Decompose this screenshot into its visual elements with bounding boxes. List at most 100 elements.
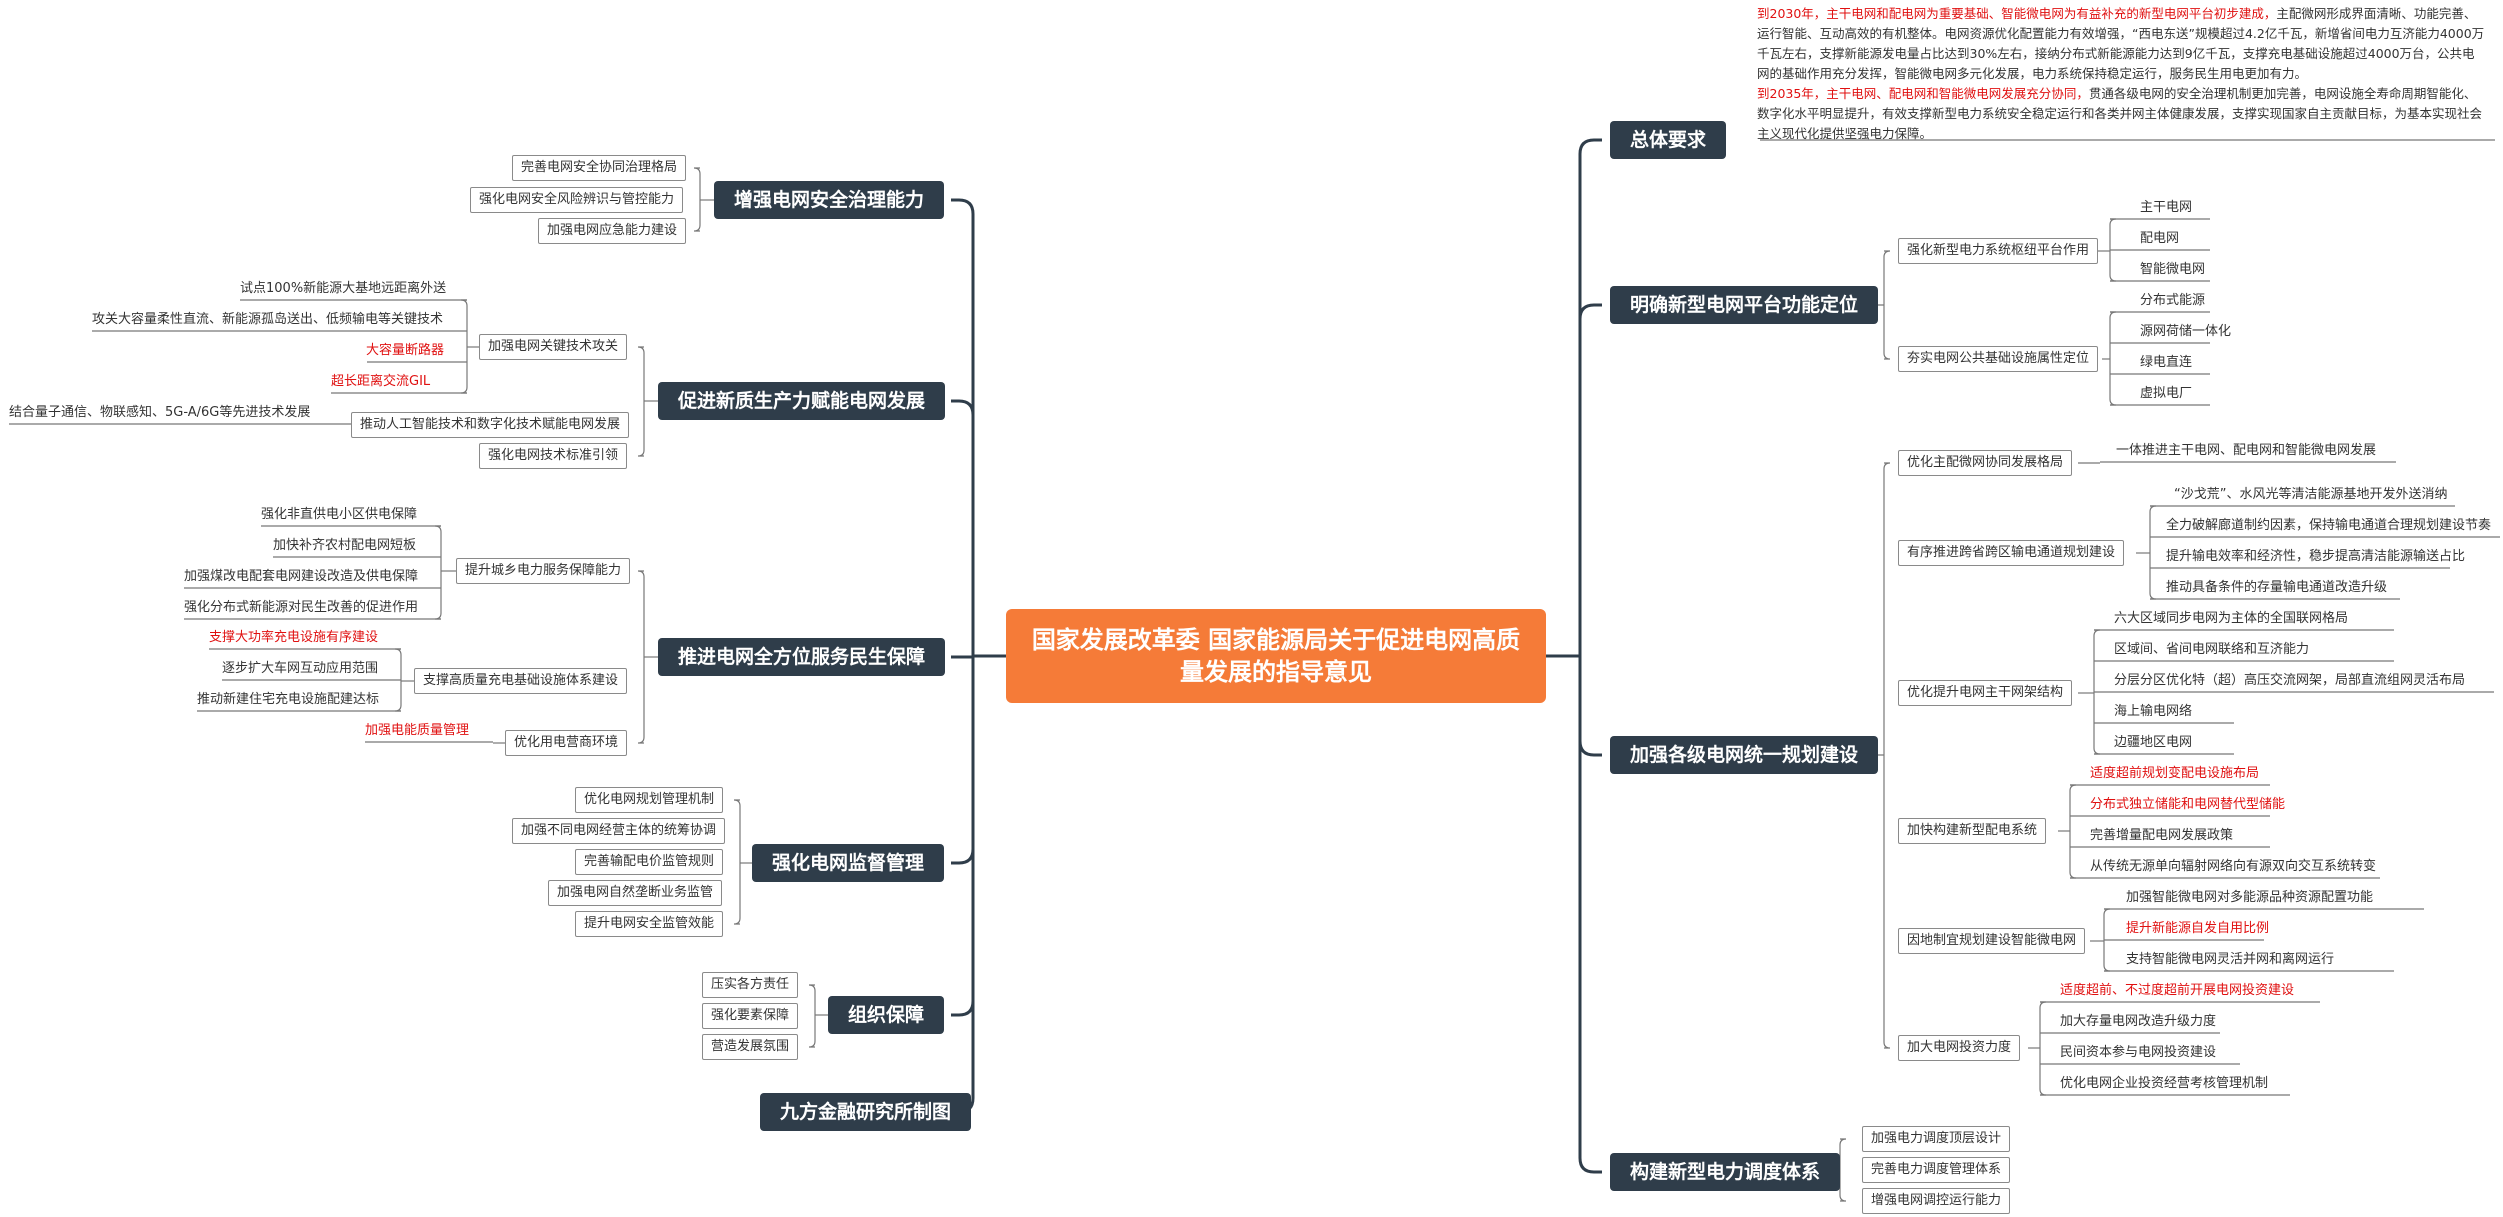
urban-child-0 [434,525,442,533]
leaf-residential-charging: 推动新建住宅充电设施配建达标 [197,692,380,707]
investment-child-0 [2039,1001,2047,1009]
leaf-distribution-grid: 配电网 [2140,231,2180,246]
branch-new-productivity[interactable]: 促进新质生产力赋能电网发展 [658,382,946,420]
right-spine-branch-2 [1578,740,1602,757]
credit-label: 九方金融研究所制图 [760,1093,972,1131]
node-cross-region-channels[interactable]: 有序推进跨省跨区输电通道规划建设 [1898,540,2125,566]
branch-safety-governance[interactable]: 增强电网安全治理能力 [714,181,945,219]
node-resource-guarantee[interactable]: 强化要素保障 [702,1003,799,1029]
branch-overall-requirements[interactable]: 总体要求 [1610,121,1727,159]
right-spine-branch-0 [1578,138,1602,155]
node-backbone-structure[interactable]: 优化提升电网主干网架结构 [1898,680,2073,706]
leaf-distributed-energy: 分布式能源 [2140,293,2206,308]
leaf-uhv-ac-network: 分层分区优化特（超）高压交流网架，局部直流组网灵活布局 [2114,673,2466,688]
urban-child-3 [434,612,442,620]
node-hub-platform[interactable]: 强化新型电力系统枢纽平台作用 [1898,238,2099,264]
safety-child-2 [693,224,701,232]
node-ai-digital-empower[interactable]: 推动人工智能技术和数字化技术赋能电网发展 [351,412,630,438]
cross-child-3 [2149,592,2157,600]
positioning-child-1 [1883,352,1891,360]
leaf-moderate-advance-investment: 适度超前、不过度超前开展电网投资建设 [2060,983,2295,998]
leaf-independent-storage: 分布式独立储能和电网替代型储能 [2090,797,2286,812]
cross-child-0 [2149,505,2157,513]
hub-child-2 [2109,274,2117,282]
leaf-vehicle-grid: 逐步扩大车网互动应用范围 [222,661,379,676]
right-spine-branch-1 [1578,303,1602,320]
node-safety-coordination[interactable]: 完善电网安全协同治理格局 [512,155,687,181]
branch-unified-planning[interactable]: 加强各级电网统一规划建设 [1610,736,1879,774]
branch-organization[interactable]: 组织保障 [828,996,945,1034]
leaf-offshore-grid: 海上输电网络 [2114,704,2193,719]
left-spine-branch-1 [951,399,975,416]
leaf-incremental-distribution: 完善增量配电网发展政策 [2090,828,2234,843]
backbone-child-0 [2093,629,2101,637]
node-coordinated-development[interactable]: 优化主配微网协同发展格局 [1898,450,2073,476]
overall-requirements-text: 到2030年，主干电网和配电网为重要基础、智能微电网为有益补充的新型电网平台初步… [1757,4,2487,144]
investment-child-3 [2039,1088,2047,1096]
summary-2030-text: 主配微网形成界面清晰、功能完善、运行智能、互动高效的有机整体。电网资源优化配置能… [1757,6,2485,81]
left-spine-branch-3 [951,848,975,865]
branch-livelihood-service[interactable]: 推进电网全方位服务民生保障 [658,638,946,676]
node-new-distribution-system[interactable]: 加快构建新型配电系统 [1898,818,2047,844]
backbone-child-4 [2093,747,2101,755]
leaf-grid-islanding: 支持智能微电网灵活并网和离网运行 [2126,952,2335,967]
leaf-power-quality: 加强电能质量管理 [365,723,470,738]
safety-child-0 [693,167,701,175]
leaf-coal-to-electricity: 加强煤改电配套电网建设改造及供电保障 [184,569,419,584]
node-monopoly-supervision[interactable]: 加强电网自然垄断业务监管 [548,880,723,906]
node-public-infrastructure[interactable]: 夯实电网公共基础设施属性定位 [1898,346,2099,372]
node-operator-coordination[interactable]: 加强不同电网经营主体的统筹协调 [512,818,726,844]
node-tech-standards[interactable]: 强化电网技术标准引领 [479,443,628,469]
left-spine-branch-4 [951,1000,975,1017]
node-emergency-capability[interactable]: 加强电网应急能力建设 [538,218,687,244]
node-dispatch-top-design[interactable]: 加强电力调度顶层设计 [1862,1126,2011,1152]
distribution-child-0 [2069,784,2077,792]
branch-dispatch-system[interactable]: 构建新型电力调度体系 [1610,1153,1841,1191]
node-planning-mechanism[interactable]: 优化电网规划管理机制 [575,787,724,813]
node-safety-risk-control[interactable]: 强化电网安全风险辨识与管控能力 [470,187,684,213]
leaf-substation-layout: 适度超前规划变配电设施布局 [2090,766,2260,781]
leaf-renewable-base-transmission: 试点100%新能源大基地远距离外送 [240,281,447,296]
leaf-source-grid-load-storage: 源网荷储一体化 [2140,324,2232,339]
productivity-child-0 [637,346,645,354]
branch-platform-positioning[interactable]: 明确新型电网平台功能定位 [1610,286,1879,324]
node-development-atmosphere[interactable]: 营造发展氛围 [702,1034,799,1060]
leaf-corridor-constraints: 全力破解廊道制约因素，保持输电通道合理规划建设节奏 [2166,518,2492,533]
leaf-clean-energy-base: “沙戈荒”、水风光等清洁能源基地开发外送消纳 [2174,487,2448,502]
node-key-tech-research[interactable]: 加强电网关键技术攻关 [479,334,628,360]
summary-2035-highlight: 到2035年，主干电网、配电网和智能微电网发展充分协同， [1757,86,2089,101]
left-spine-branch-0 [951,198,975,215]
leaf-active-bidirectional: 从传统无源单向辐射网络向有源双向交互系统转变 [2090,859,2377,874]
node-dispatch-management[interactable]: 完善电力调度管理体系 [1862,1157,2011,1183]
leaf-self-consumption: 提升新能源自发自用比例 [2126,921,2270,936]
livelihood-child-0 [637,570,645,578]
node-responsibilities[interactable]: 压实各方责任 [702,972,799,998]
node-urban-rural-power[interactable]: 提升城乡电力服务保障能力 [456,558,631,584]
leaf-channel-upgrade: 推动具备条件的存量输电通道改造升级 [2166,580,2388,595]
dispatch-child-0 [1839,1138,1847,1146]
supervision-child-0 [733,799,741,807]
node-investment-strength[interactable]: 加大电网投资力度 [1898,1035,2021,1061]
distribution-child-3 [2069,871,2077,879]
node-dispatch-operation[interactable]: 增强电网调控运行能力 [1862,1188,2011,1214]
productivity-child-2 [637,449,645,457]
charging-child-0 [394,648,402,656]
node-tariff-rules[interactable]: 完善输配电价监管规则 [575,849,724,875]
leaf-non-direct-supply: 强化非直供电小区供电保障 [261,507,418,522]
node-smart-microgrid-planning[interactable]: 因地制宜规划建设智能微电网 [1898,928,2086,954]
summary-2030-highlight: 到2030年，主干电网和配电网为重要基础、智能微电网为有益补充的新型电网平台初步… [1757,6,2277,21]
charging-child-2 [394,704,402,712]
node-business-environment[interactable]: 优化用电营商环境 [505,730,628,756]
planning-child-5 [1883,1041,1891,1049]
leaf-distributed-livelihood: 强化分布式新能源对民生改善的促进作用 [184,600,419,615]
leaf-transmission-efficiency: 提升输电效率和经济性，稳步提高清洁能源输送占比 [2166,549,2466,564]
node-safety-supervision[interactable]: 提升电网安全监管效能 [575,911,724,937]
branch-supervision[interactable]: 强化电网监督管理 [752,844,945,882]
leaf-high-power-charging: 支撑大功率充电设施有序建设 [209,630,379,645]
leaf-virtual-plant: 虚拟电厂 [2140,386,2193,401]
supervision-child-4 [733,917,741,925]
node-charging-infrastructure[interactable]: 支撑高质量充电基础设施体系建设 [414,668,628,694]
livelihood-child-2 [637,736,645,744]
central-topic[interactable]: 国家发展改革委 国家能源局关于促进电网高质量发展的指导意见 [1006,609,1546,703]
